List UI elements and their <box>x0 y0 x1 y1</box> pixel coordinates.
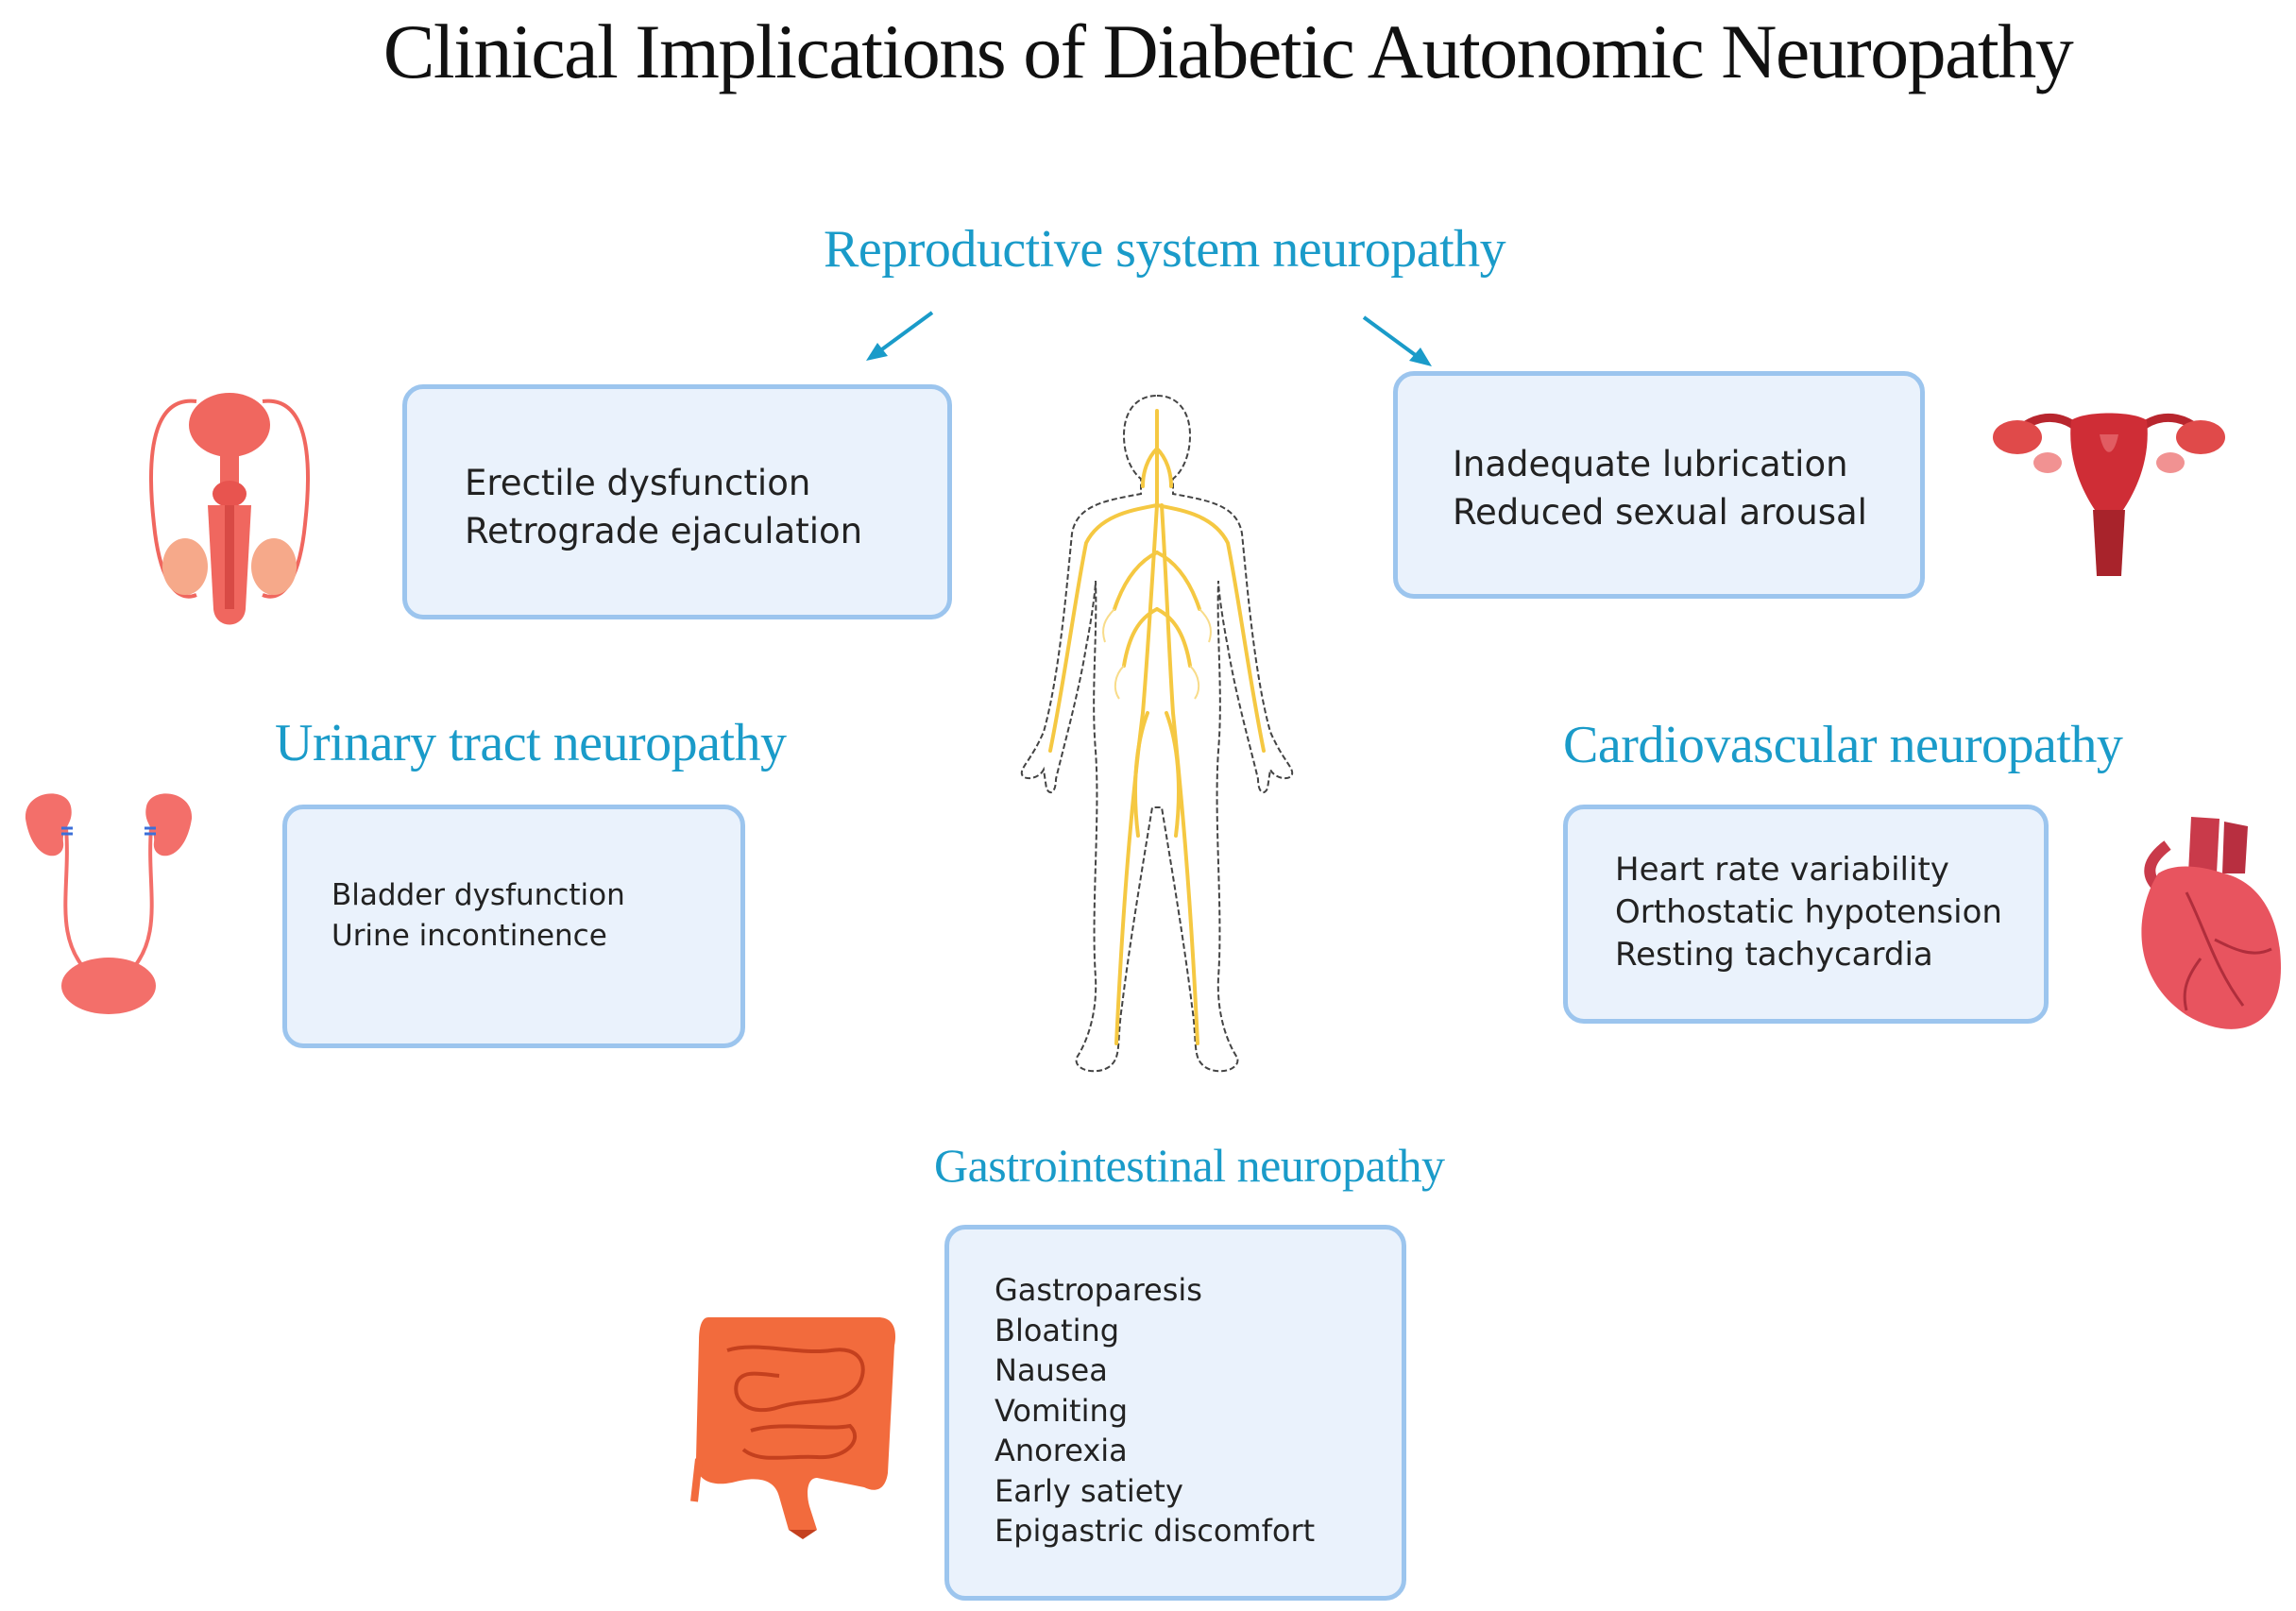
arrow-right-icon <box>1362 315 1432 366</box>
symptom-item: Epigastric discomfort <box>995 1513 1316 1549</box>
symptom-item: Nausea <box>995 1352 1108 1388</box>
symptom-item: Bladder dysfunction <box>332 878 625 912</box>
kidney-urinary-icon <box>25 793 193 1014</box>
reproductive-heading: Reproductive system neuropathy <box>824 220 1506 279</box>
intestine-icon <box>690 1317 896 1539</box>
symptom-item: Erectile dysfunction <box>465 463 811 503</box>
gastrointestinal-heading: Gastrointestinal neuropathy <box>934 1139 1445 1192</box>
female-reproductive-icon <box>1993 413 2225 576</box>
symptom-item: Early satiety <box>995 1472 1183 1509</box>
cardiovascular-heading: Cardiovascular neuropathy <box>1563 716 2123 774</box>
diagram-title: Clinical Implications of Diabetic Autono… <box>383 8 2074 94</box>
symptom-item: Bloating <box>995 1312 1120 1348</box>
urinary-box: Bladder dysfunction Urine incontinence <box>282 805 745 1048</box>
female-reproductive-box: Inadequate lubrication Reduced sexual ar… <box>1393 371 1925 599</box>
symptom-item: Reduced sexual arousal <box>1453 492 1867 533</box>
symptom-item: Heart rate variability <box>1615 851 1949 889</box>
symptom-item: Orthostatic hypotension <box>1615 893 2002 931</box>
cardiovascular-box: Heart rate variability Orthostatic hypot… <box>1563 805 2049 1024</box>
symptom-item: Anorexia <box>995 1433 1128 1468</box>
urinary-heading: Urinary tract neuropathy <box>275 714 787 772</box>
heart-icon <box>2141 817 2281 1029</box>
male-reproductive-box: Erectile dysfunction Retrograde ejaculat… <box>402 384 952 619</box>
male-reproductive-icon <box>149 393 310 625</box>
symptom-item: Inadequate lubrication <box>1453 444 1848 484</box>
symptom-item: Urine incontinence <box>332 919 607 953</box>
symptom-item: Retrograde ejaculation <box>465 511 863 551</box>
gastrointestinal-box: Gastroparesis Bloating Nausea Vomiting A… <box>944 1225 1406 1601</box>
symptom-item: Resting tachycardia <box>1615 936 1933 974</box>
arrow-left-icon <box>866 311 934 361</box>
symptom-item: Gastroparesis <box>995 1272 1202 1308</box>
symptom-item: Vomiting <box>995 1392 1129 1429</box>
human-body-nerve-icon <box>1020 394 1294 1073</box>
